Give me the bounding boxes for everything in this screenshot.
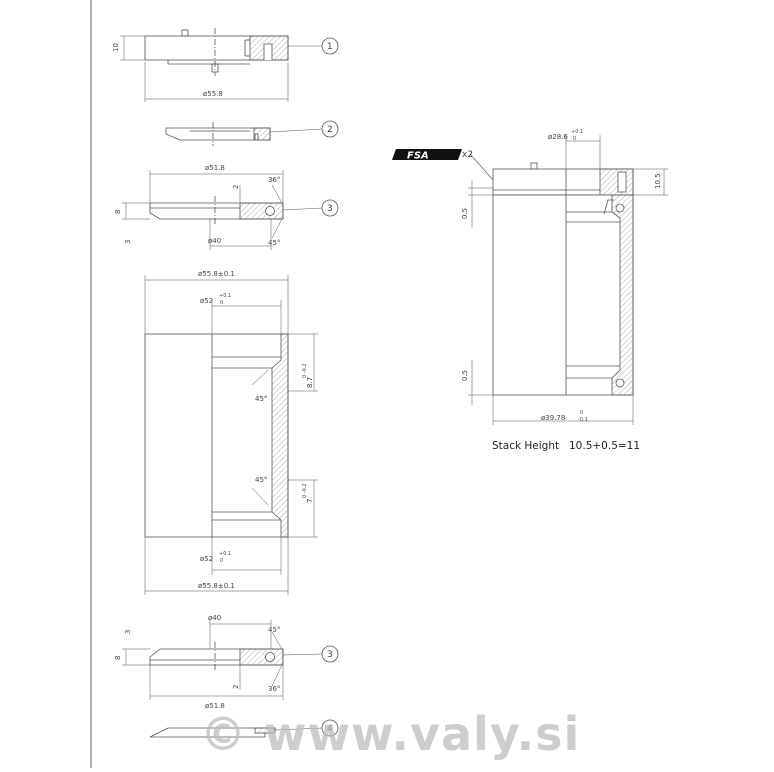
upper-bearing-lip-dim: 3 — [124, 240, 132, 244]
assembly-view — [468, 135, 668, 425]
upper-bearing-part — [122, 170, 323, 250]
svg-text:0 -0.2: 0 -0.2 — [302, 363, 308, 378]
lower-bearing-inner-dim: ø40 — [208, 614, 221, 622]
svg-text:0: 0 — [573, 136, 576, 142]
lower-bearing-angle-bottom: 36° — [268, 685, 280, 693]
svg-text:ø52: ø52 — [200, 555, 213, 563]
callout-1: 1 — [321, 37, 339, 55]
assembly-upper-gap-dim: 0.5 — [461, 208, 469, 219]
lower-bearing-step-dim: 2 — [232, 685, 240, 689]
svg-text:8.7: 8.7 — [306, 377, 314, 388]
svg-text:3: 3 — [327, 204, 333, 214]
cup-bottom-inner-dim: ø52 +0.1 0 — [200, 551, 231, 564]
callout-2: 2 — [321, 120, 339, 138]
upper-bearing-outer-dim: ø51.8 — [205, 164, 225, 172]
compression-ring-part — [165, 122, 323, 146]
top-cap-part — [120, 28, 322, 102]
watermark: © www.valy.si — [200, 707, 580, 761]
assembly-cap-height-dim: 10.5 — [654, 173, 662, 189]
cup-top-inner-dim: ø52 +0.1 0 — [200, 293, 231, 306]
brand-logo: FSA x2 — [392, 149, 473, 162]
lower-bearing-height-dim: 8 — [114, 656, 122, 660]
svg-text:Stack Height: Stack Height — [492, 440, 559, 452]
cup-depth-lower-dim: 7 0 -0.2 — [302, 483, 314, 503]
svg-text:+0.1: +0.1 — [571, 129, 583, 135]
svg-text:3: 3 — [327, 650, 333, 660]
upper-bearing-height-dim: 8 — [114, 210, 122, 214]
svg-text:4: 4 — [327, 724, 333, 734]
cup-bottom-outer-dim: ø55.8±0.1 — [198, 582, 235, 590]
stack-height-note: Stack Height 10.5+0.5=11 — [492, 440, 640, 452]
callout-3-upper: 3 — [321, 199, 339, 217]
lower-bearing-angle-top: 45° — [268, 626, 280, 634]
callout-3-lower: 3 — [321, 645, 339, 663]
svg-text:0 -0.2: 0 -0.2 — [302, 483, 308, 498]
lower-bearing-part — [122, 620, 323, 700]
crown-seal-part — [149, 727, 323, 738]
svg-text:ø28.6: ø28.6 — [548, 133, 568, 141]
cup-depth-upper-dim: 8.7 0 -0.2 — [302, 363, 314, 388]
svg-text:10.5+0.5=11: 10.5+0.5=11 — [569, 440, 640, 452]
top-cap-diameter-dim: ø55.8 — [203, 90, 223, 98]
svg-text:+0.1: +0.1 — [219, 293, 231, 299]
upper-bearing-inner-dim: ø40 — [208, 237, 221, 245]
upper-bearing-step-dim: 2 — [232, 185, 240, 189]
svg-text:0: 0 — [220, 558, 223, 564]
svg-text:0: 0 — [580, 410, 583, 416]
svg-text:0: 0 — [220, 300, 223, 306]
assembly-lower-gap-dim: 0.5 — [461, 370, 469, 381]
assembly-crown-dim: ø39.78 0 -0.1 — [541, 410, 588, 423]
svg-text:FSA: FSA — [407, 151, 429, 162]
svg-text:ø52: ø52 — [200, 297, 213, 305]
callout-4: 4 — [321, 719, 339, 737]
cup-angle-upper: 45° — [255, 395, 267, 403]
svg-text:-0.1: -0.1 — [578, 417, 588, 423]
lower-bearing-lip-dim: 3 — [124, 630, 132, 634]
lower-bearing-outer-dim: ø51.8 — [205, 702, 225, 710]
svg-text:1: 1 — [327, 42, 333, 52]
top-cap-height-dim: 10 — [112, 43, 120, 52]
logo-multiplier: x2 — [462, 150, 473, 160]
svg-text:+0.1: +0.1 — [219, 551, 231, 557]
upper-bearing-angle-bottom: 45° — [268, 239, 280, 247]
svg-text:7: 7 — [306, 499, 314, 503]
cup-top-outer-dim: ø55.8±0.1 — [198, 270, 235, 278]
cup-part — [144, 275, 318, 595]
cup-angle-lower: 45° — [255, 476, 267, 484]
svg-text:ø39.78: ø39.78 — [541, 414, 565, 422]
upper-bearing-angle-top: 36° — [268, 176, 280, 184]
assembly-steerer-dim: ø28.6 +0.1 0 — [548, 129, 583, 142]
svg-text:2: 2 — [327, 125, 333, 135]
